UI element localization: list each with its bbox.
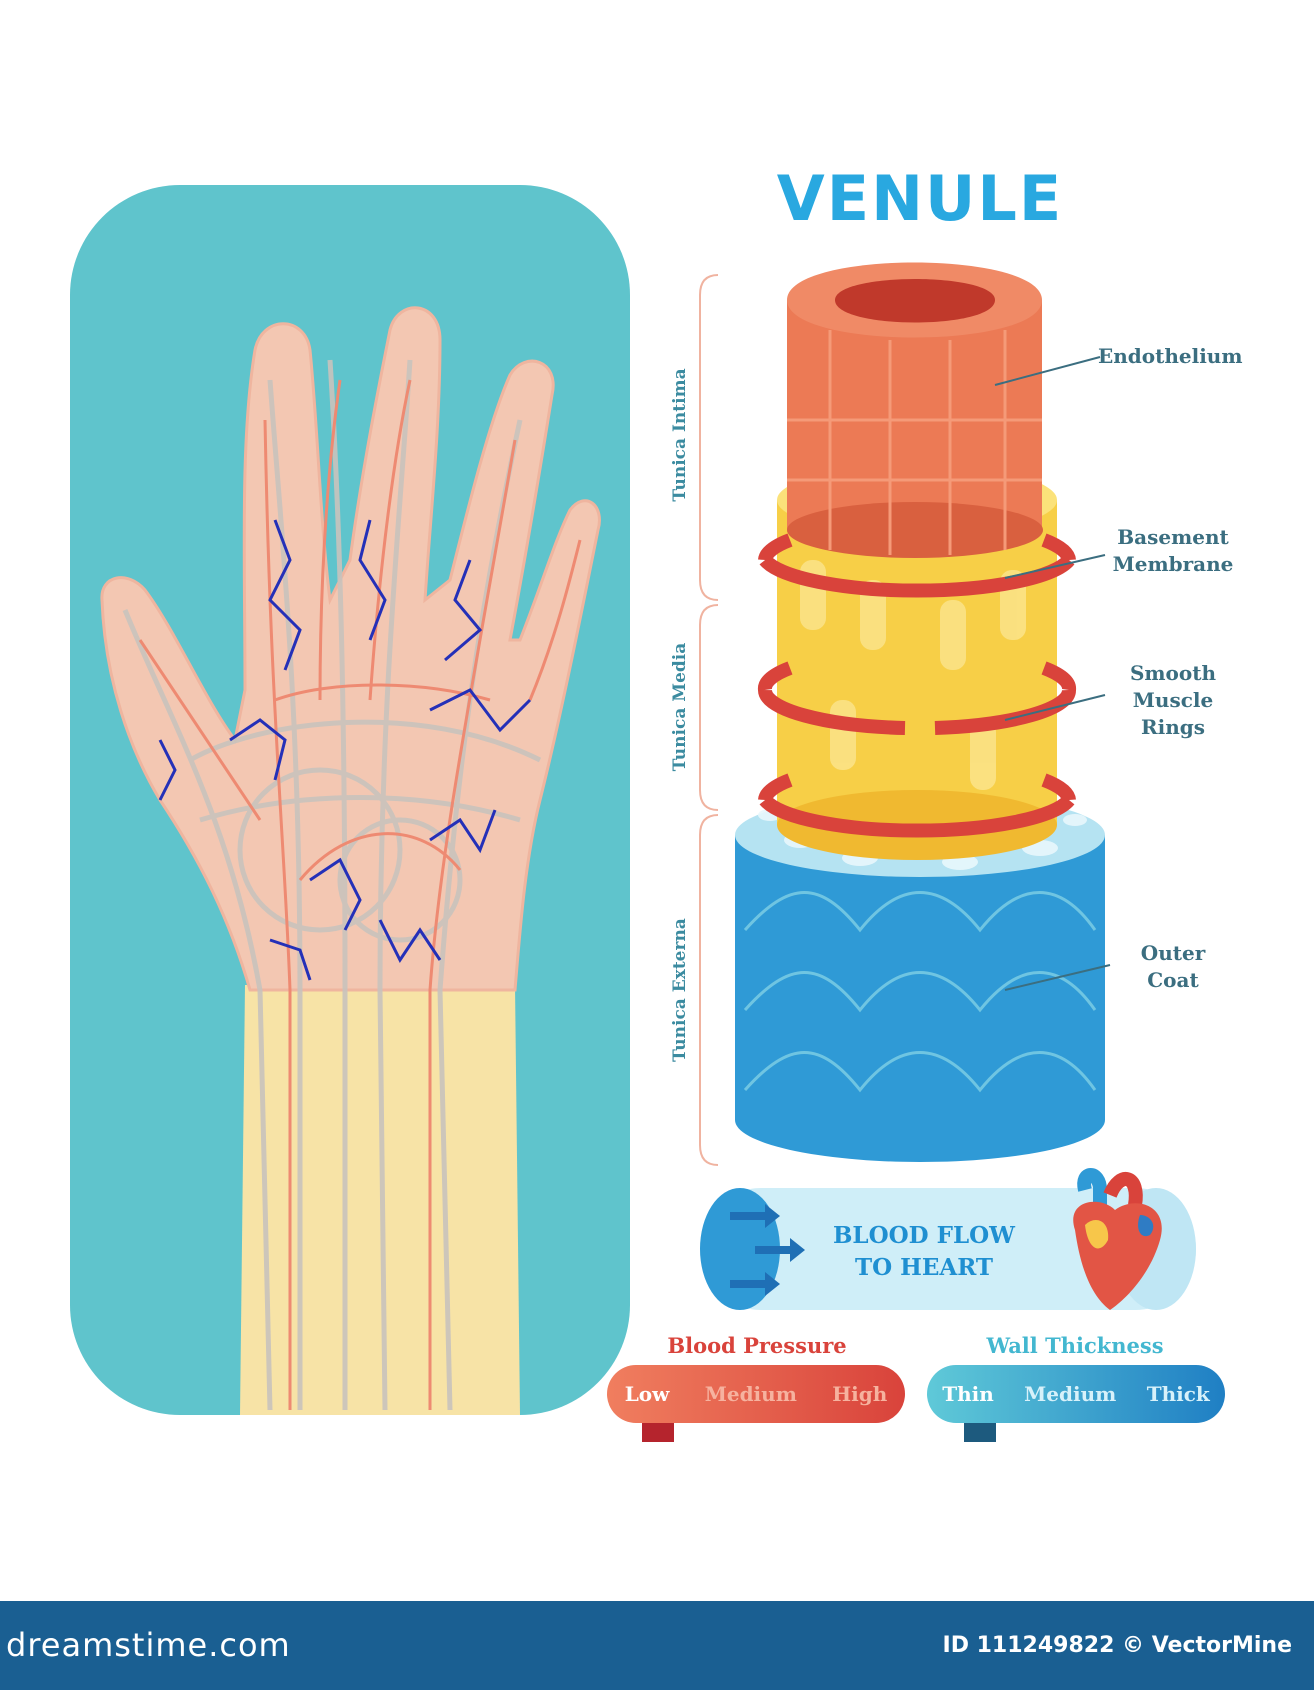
endothelium: [787, 262, 1043, 558]
label-basement-line2: Membrane: [1112, 552, 1234, 576]
label-smooth-line3: Rings: [1140, 715, 1205, 739]
footer-bar: [0, 1601, 1314, 1690]
pressure-option-medium: Medium: [704, 1382, 797, 1406]
label-endothelium-text: Endothelium: [1098, 344, 1243, 368]
label-tunica-media: Tunica Media: [670, 642, 690, 772]
vein-lines: [158, 519, 532, 981]
hand-illustration: [70, 185, 630, 1415]
label-outer-line1: Outer: [1140, 941, 1206, 965]
thickness-option-thick: Thick: [1146, 1382, 1210, 1406]
smooth-muscle-rings: [757, 533, 1077, 838]
footer-credit: ID 111249822 © VectorMine: [942, 1633, 1292, 1658]
pressure-option-high: High: [832, 1382, 888, 1406]
label-smooth-line2: Muscle: [1132, 688, 1214, 712]
label-smooth-line1: Smooth: [1129, 661, 1217, 685]
wall-thickness-title: Wall Thickness: [986, 1333, 1164, 1358]
blood-flow-label: BLOOD FLOW TO HEART: [824, 1220, 1024, 1284]
blood-pressure-title: Blood Pressure: [667, 1333, 847, 1358]
thickness-option-thin: Thin: [942, 1382, 994, 1406]
label-tunica-externa: Tunica Externa: [670, 918, 690, 1062]
label-basement-line1: Basement: [1117, 525, 1229, 549]
wall-thickness-scale: Thin Medium Thick: [927, 1365, 1225, 1423]
pointer-lines: [994, 356, 1111, 991]
label-tunica-intima: Tunica Intima: [670, 368, 690, 502]
label-basement-membrane: Basement Membrane: [1098, 524, 1248, 578]
tendon-lines: [122, 359, 542, 1411]
vessel-illustration: [628, 262, 1196, 1442]
label-outer-coat: Outer Coat: [1098, 940, 1248, 994]
bracket-media: [699, 604, 719, 811]
bracket-intima: [699, 274, 719, 601]
label-smooth-muscle-rings: Smooth Muscle Rings: [1098, 660, 1248, 741]
label-endothelium: Endothelium: [1098, 343, 1248, 370]
blood-flow-line2: TO HEART: [854, 1254, 994, 1281]
diagram-title: VENULE: [776, 162, 1064, 235]
bracket-externa: [699, 814, 719, 1166]
blood-pressure-scale: Low Medium High: [607, 1365, 905, 1423]
pressure-option-low: Low: [624, 1382, 670, 1406]
heart-icon: [1073, 1168, 1162, 1310]
blood-flow-line1: BLOOD FLOW: [832, 1222, 1015, 1249]
flow-arrows: [730, 1204, 805, 1296]
tunic-brackets: [699, 274, 719, 1166]
footer-site[interactable]: dreamstime.com: [6, 1626, 291, 1664]
thickness-option-medium: Medium: [1024, 1382, 1117, 1406]
hand-palm: [100, 306, 601, 992]
label-outer-line2: Coat: [1147, 968, 1199, 992]
